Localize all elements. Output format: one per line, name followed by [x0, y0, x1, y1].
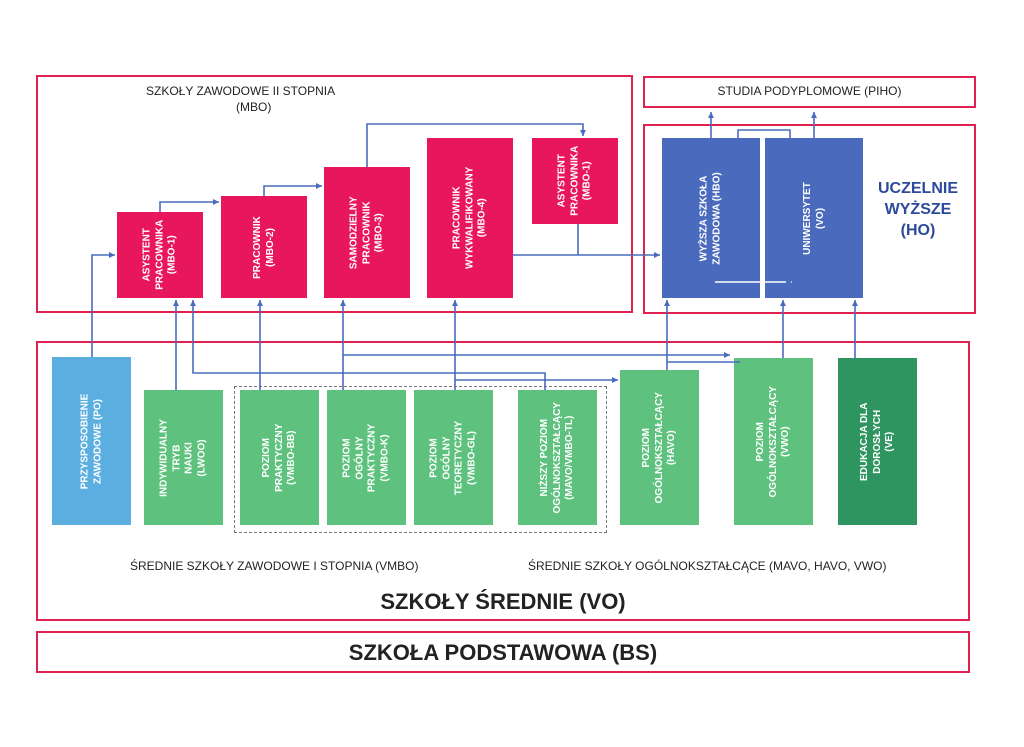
connector-hbo-wo [737, 129, 791, 138]
arrow-route-mbo1 [190, 300, 546, 390]
vo-box-lwoo: INDYWIDUALNY TRYB NAUKI (LWOO) [144, 390, 223, 525]
vmbo-group-label: ŚREDNIE SZKOŁY ZAWODOWE I STOPNIA (VMBO) [130, 559, 419, 573]
vo-frame [36, 341, 970, 621]
mbo-title: SZKOŁY ZAWODOWE II STOPNIA [146, 84, 336, 98]
vo-box-mavo: NIŻSZY POZIOM OGÓLNOKSZTAŁCĄCY (MAVO/VMB… [518, 390, 597, 525]
general-group-label: ŚREDNIE SZKOŁY OGÓLNOKSZTAŁCĄCE (MAVO, H… [528, 559, 887, 573]
mbo-box-samodzielny-3: SAMODZIELNY PRACOWNIK (MBO-3) [324, 167, 410, 298]
mbo-subtitle: (MBO) [236, 100, 272, 114]
mbo-box-asystent-1b: ASYSTENT PRACOWNIKA (MBO-1) [532, 138, 618, 224]
vo-box-po: PRZYSPOSOBIENIE ZAWODOWE (PO) [52, 357, 131, 525]
bs-title: SZKOŁA PODSTAWOWA (BS) [348, 640, 658, 665]
mbo-frame [36, 75, 633, 313]
piho-frame [643, 76, 976, 108]
ho-title-line3: (HO) [900, 222, 936, 239]
vo-box-vmbo-bb: POZIOM PRAKTYCZNY (VMBO-BB) [240, 390, 319, 525]
ho-title-line1: UCZELNIE [878, 180, 958, 197]
ho-title: UCZELNIE WYŻSZE (HO) [870, 178, 966, 241]
vo-box-ve: EDUKACJA DLA DOROSŁYCH (VE) [838, 358, 917, 525]
arrow-mbo2-to-mbo3 [263, 183, 322, 196]
vo-box-vmbo-k: POZIOM OGÓLNY PRAKTYCZNY (VMBO-K) [327, 390, 406, 525]
piho-title: STUDIA PODYPLOMOWE (PIHO) [717, 84, 902, 98]
arrow-mbo3-to-asystent [366, 123, 586, 167]
vo-title: SZKOŁY ŚREDNIE (VO) [380, 589, 626, 614]
mbo-box-wykwalifikowany-4: PRACOWNIK WYKWALIFIKOWANY (MBO-4) [427, 138, 513, 298]
vo-box-vwo: POZIOM OGÓLNOKSZTAŁCĄCY (VWO) [734, 358, 813, 525]
vo-box-vmbo-gl: POZIOM OGÓLNY TEORETYCZNY (VMBO-GL) [414, 390, 493, 525]
ho-title-line2: WYŻSZE [884, 201, 952, 218]
bs-frame [36, 631, 970, 673]
ho-frame [643, 124, 976, 314]
arrow-mbo1-to-mbo2 [159, 199, 219, 212]
vo-box-havo: POZIOM OGÓLNOKSZTAŁCĄCY (HAVO) [620, 370, 699, 525]
mbo-box-pracownik-2: PRACOWNIK (MBO-2) [221, 196, 307, 298]
mbo-box-asystent-1: ASYSTENT PRACOWNIKA (MBO-1) [117, 212, 203, 298]
arrow-po-to-mbo1 [91, 252, 115, 357]
ho-box-wo: UNIWERSYTET (VO) [765, 138, 863, 298]
vmbo-group-outline [234, 386, 607, 533]
ho-box-hbo: WYŻSZA SZKOŁA ZAWODOWA (HBO) [662, 138, 760, 298]
